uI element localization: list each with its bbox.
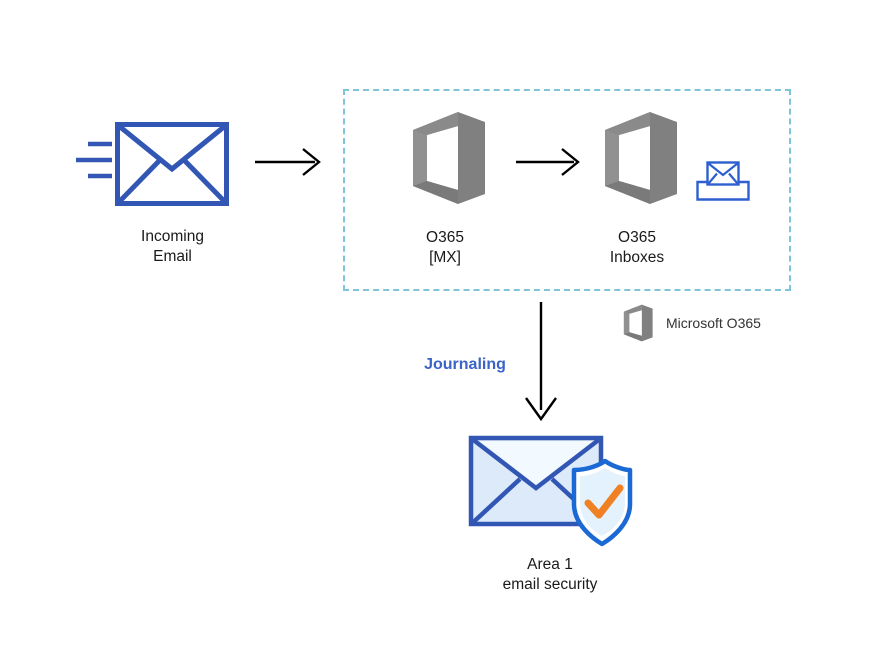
shielded-envelope-icon: [468, 435, 633, 547]
arrow-down-icon: [525, 302, 557, 422]
office-365-icon: [413, 112, 485, 204]
o365-inboxes-label: O365 Inboxes: [609, 229, 665, 266]
o365-mx-node: O365 [MX]: [370, 108, 520, 278]
inbox-tray-envelope-icon: [696, 161, 750, 201]
motion-lines-icon: [76, 141, 112, 179]
legend: Microsoft O365: [618, 303, 828, 343]
microsoft-o365-boundary: [343, 89, 791, 291]
incoming-email-label: Incoming Email: [141, 228, 204, 265]
legend-item-label: Microsoft O365: [666, 315, 761, 331]
office-365-icon: [605, 112, 677, 204]
area1-label: Area 1 email security: [502, 556, 598, 593]
incoming-email-node: Incoming Email: [70, 115, 270, 275]
arrow-right-icon: [516, 148, 580, 176]
office-365-icon: [623, 304, 653, 342]
arrow-right-icon: [255, 148, 321, 176]
o365-inboxes-node: O365 Inboxes: [562, 108, 712, 278]
o365-mx-label: O365 [MX]: [426, 229, 464, 266]
area1-node: Area 1 email security: [440, 430, 660, 610]
envelope-icon: [115, 122, 229, 206]
journaling-edge-label: Journaling: [424, 356, 506, 373]
